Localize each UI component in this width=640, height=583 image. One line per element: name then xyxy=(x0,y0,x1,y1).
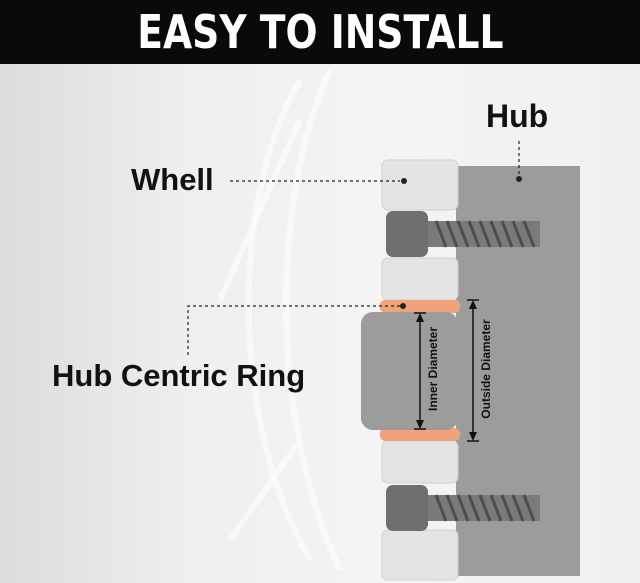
upper-bolt xyxy=(386,211,540,257)
wheel-label: Whell xyxy=(131,162,214,197)
inner-diameter-label: Inner Diameter xyxy=(426,326,440,412)
wheel-block-lower xyxy=(381,440,459,484)
wheel-block-top xyxy=(381,159,459,211)
ring-leader-dot xyxy=(400,303,406,309)
hub-label: Hub xyxy=(486,98,549,134)
inner-diameter-marker xyxy=(414,312,426,430)
wheel-block-bottom xyxy=(381,529,459,581)
wheel-block-upper xyxy=(381,257,459,301)
header-banner: EASY TO INSTALL xyxy=(0,0,640,64)
wheel-leader-dot xyxy=(401,178,407,184)
outside-diameter-label: Outside Diameter xyxy=(479,319,493,419)
ring-leader xyxy=(187,305,400,355)
wheel-section xyxy=(381,159,459,581)
hub-centric-ring xyxy=(380,300,460,441)
lower-bolt xyxy=(386,485,540,531)
hub-leader-dot xyxy=(516,176,522,182)
leader-lines xyxy=(187,141,520,355)
hub-pilot xyxy=(361,312,458,430)
page-title: EASY TO INSTALL xyxy=(136,5,504,59)
background-rim xyxy=(217,68,343,572)
outside-diameter-marker xyxy=(467,299,479,442)
hub-centric-ring-label: Hub Centric Ring xyxy=(52,358,306,393)
